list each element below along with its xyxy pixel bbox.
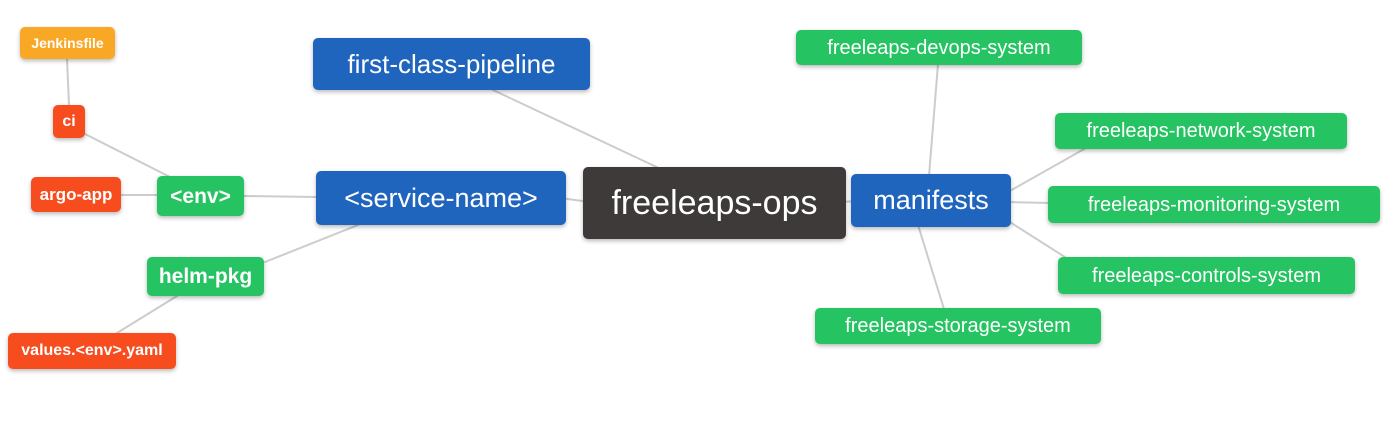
node-first-class-pipeline[interactable]: first-class-pipeline <box>313 38 590 90</box>
edge-ci-env <box>84 133 173 179</box>
node-freeleaps-controls-system[interactable]: freeleaps-controls-system <box>1058 257 1355 294</box>
edge-service-name-helm-pkg <box>264 224 359 263</box>
node-manifests[interactable]: manifests <box>851 174 1011 227</box>
edge-manifests-network <box>1007 147 1087 193</box>
edge-pipeline-freeleaps-ops <box>492 89 664 171</box>
node-freeleaps-devops-system[interactable]: freeleaps-devops-system <box>796 30 1082 65</box>
edge-env-service-name <box>243 195 317 198</box>
node-freeleaps-ops-root[interactable]: freeleaps-ops <box>583 167 846 239</box>
edge-manifests-devops <box>928 63 939 177</box>
edge-manifests-controls <box>1004 218 1069 260</box>
edge-helm-pkg-values <box>116 295 178 334</box>
edge-jenkinsfile-ci <box>66 58 70 106</box>
edge-manifests-storage <box>917 224 945 310</box>
node-argo-app[interactable]: argo-app <box>31 177 121 212</box>
node-values-env-yaml[interactable]: values.<env>.yaml <box>8 333 176 369</box>
node-ci[interactable]: ci <box>53 105 85 138</box>
node-helm-pkg[interactable]: helm-pkg <box>147 257 264 296</box>
node-jenkinsfile[interactable]: Jenkinsfile <box>20 27 115 59</box>
node-freeleaps-monitoring-system[interactable]: freeleaps-monitoring-system <box>1048 186 1380 223</box>
node-freeleaps-network-system[interactable]: freeleaps-network-system <box>1055 113 1347 149</box>
node-service-name[interactable]: <service-name> <box>316 171 566 225</box>
node-env[interactable]: <env> <box>157 176 244 216</box>
edge-manifests-monitoring <box>1007 201 1051 204</box>
node-freeleaps-storage-system[interactable]: freeleaps-storage-system <box>815 308 1101 344</box>
